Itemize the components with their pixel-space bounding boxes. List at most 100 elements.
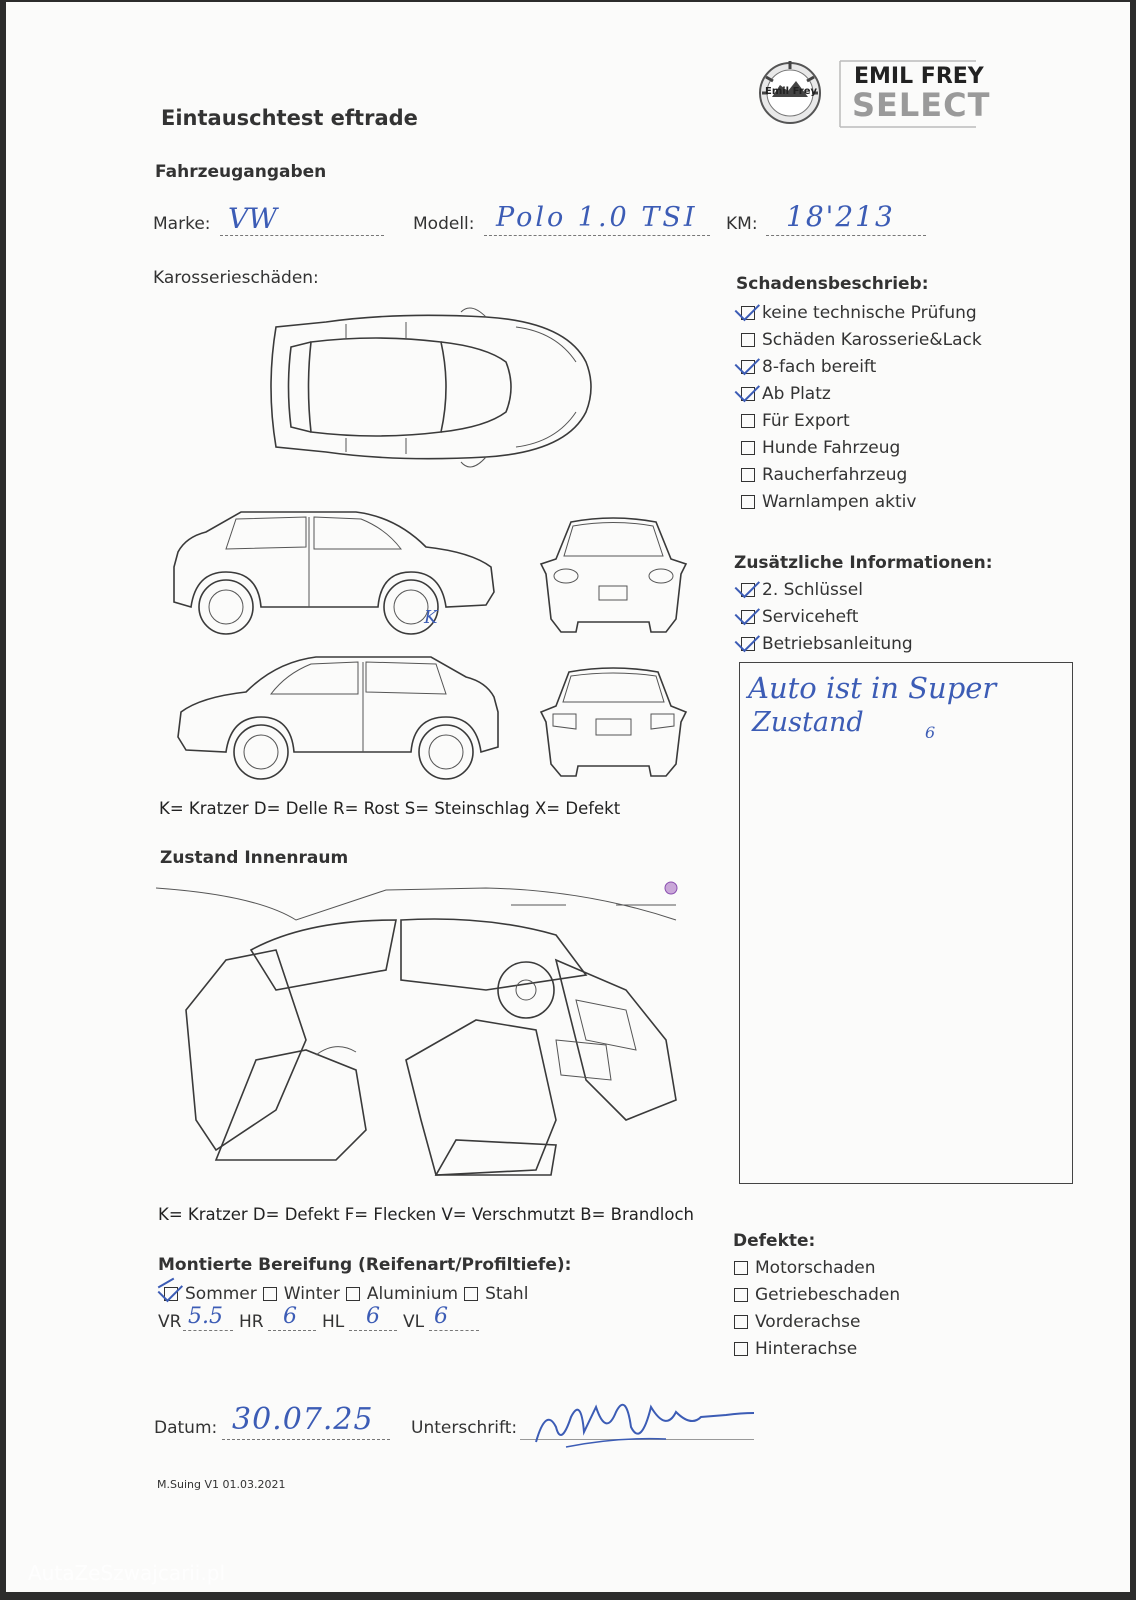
hr-field-line [268,1330,316,1331]
body-damage-title: Karosserieschäden: [153,268,319,288]
checkbox-label: Aluminium [366,1283,459,1304]
defects-title: Defekte: [733,1231,816,1251]
empty-box-icon [734,1260,748,1275]
checkbox-label: Hunde Fahrzeug [762,437,901,458]
checkbox-label: Raucherfahrzeug [762,464,908,485]
checkbox-hinterachse[interactable]: Hinterachse [734,1335,900,1362]
empty-box-icon [734,1341,748,1356]
notes-line-1: Auto ist in Super [748,671,997,705]
empty-box-icon [741,467,755,482]
checkbox-label: Hinterachse [755,1338,858,1359]
empty-box-icon [734,1287,748,1302]
hl-value: 6 [366,1304,380,1329]
damage-mark-k: K [424,607,438,628]
empty-box-icon [464,1286,479,1301]
model-label: Modell: [413,214,475,234]
checkbox-label: Ab Platz [762,383,831,404]
model-value: Polo 1.0 TSI [496,202,698,233]
checkbox-label: Betriebsanleitung [762,633,913,654]
checkbox-schaeden-karosserie[interactable]: Schäden Karosserie&Lack [741,326,982,353]
car-rear-view-diagram [539,667,688,777]
logo-seal-text: Emil Frey [765,86,818,97]
empty-box-icon [741,413,755,428]
model-field-line [484,235,710,236]
checkbox-label: keine technische Prüfung [762,302,977,323]
checked-box-icon [741,609,755,624]
checkbox-ab-platz[interactable]: Ab Platz [741,380,982,407]
hr-label: HR [239,1312,264,1332]
notes-box[interactable]: Auto ist in Super Zustand 6 [739,662,1073,1184]
checkbox-stahl[interactable]: Stahl [464,1280,528,1307]
watermark: AutaZeSzwajcarii.pl [28,1561,226,1585]
interior-legend: K= Kratzer D= Defekt F= Flecken V= Versc… [158,1205,695,1224]
checkbox-label: 2. Schlüssel [762,579,863,600]
signature-scribble [535,1403,755,1448]
car-interior-diagram [156,881,678,1176]
additional-info-title: Zusätzliche Informationen: [734,553,993,573]
date-label: Datum: [154,1418,218,1438]
checkbox-keine-technische-pruefung[interactable]: keine technische Prüfung [741,299,982,326]
make-label: Marke: [153,214,211,234]
car-side-view-left-diagram [177,656,499,780]
checkbox-vorderachse[interactable]: Vorderachse [734,1308,900,1335]
checkbox-motorschaden[interactable]: Motorschaden [734,1254,900,1281]
checkbox-label: Vorderachse [755,1311,861,1332]
empty-box-icon [741,440,755,455]
checkbox-hunde-fahrzeug[interactable]: Hunde Fahrzeug [741,434,982,461]
empty-box-icon [741,494,755,509]
checkbox-label: Serviceheft [762,606,859,627]
checkbox-betriebsanleitung[interactable]: Betriebsanleitung [741,630,913,657]
checkbox-label: Warnlampen aktiv [762,491,917,512]
vl-value: 6 [434,1304,448,1329]
checkbox-fuer-export[interactable]: Für Export [741,407,982,434]
empty-box-icon [734,1314,748,1329]
form-version: M.Suing V1 01.03.2021 [157,1478,286,1491]
logo-line2: SELECT [852,86,991,124]
checkbox-8-fach-bereift[interactable]: 8-fach bereift [741,353,982,380]
body-damage-legend: K= Kratzer D= Delle R= Rost S= Steinschl… [159,799,621,818]
checked-box-icon [741,359,755,374]
checkbox-label: Stahl [485,1283,529,1304]
vl-label: VL [403,1312,425,1332]
empty-box-icon [741,332,755,347]
empty-box-icon [345,1286,360,1301]
checkbox-winter[interactable]: Winter [262,1280,340,1307]
checkbox-warnlampen-aktiv[interactable]: Warnlampen aktiv [741,488,982,515]
hr-value: 6 [283,1304,297,1329]
vl-field-line [429,1330,479,1331]
hl-field-line [349,1330,397,1331]
checkbox-label: Winter [283,1283,340,1304]
vr-label: VR [158,1312,182,1332]
additional-info-list: 2. Schlüssel Serviceheft Betriebsanleitu… [741,576,913,657]
vr-value: 5.5 [188,1304,223,1329]
tires-title: Montierte Bereifung (Reifenart/Profiltie… [158,1255,572,1275]
checked-box-icon [164,1286,178,1301]
checkbox-label: Motorschaden [755,1257,876,1278]
interior-title: Zustand Innenraum [160,848,349,868]
logo-line1: EMIL FREY [854,64,984,89]
checkbox-label: Sommer [185,1283,257,1304]
emil-frey-logo [759,60,976,128]
notes-line-2: Zustand [752,707,864,738]
checkbox-label: Schäden Karosserie&Lack [762,329,982,350]
checked-box-icon [741,582,755,597]
checkbox-serviceheft[interactable]: Serviceheft [741,603,913,630]
vr-field-line [183,1330,233,1331]
checkbox-2-schluessel[interactable]: 2. Schlüssel [741,576,913,603]
car-front-view-diagram [539,517,688,633]
checkbox-getriebeschaden[interactable]: Getriebeschaden [734,1281,900,1308]
damage-description-list: keine technische Prüfung Schäden Karosse… [741,299,982,515]
notes-mark: 6 [925,723,936,742]
checkbox-label: 8-fach bereift [762,356,877,377]
km-value: 18'213 [786,200,895,233]
car-top-view-diagram [270,307,592,468]
form-title: Eintauschtest eftrade [161,106,418,130]
date-field-line [222,1439,390,1440]
checkbox-sommer[interactable]: Sommer [164,1280,257,1307]
checkbox-raucherfahrzeug[interactable]: Raucherfahrzeug [741,461,982,488]
checkbox-aluminium[interactable]: Aluminium [345,1280,459,1307]
hl-label: HL [322,1312,345,1332]
car-side-view-right-diagram [173,511,495,635]
make-value: VW [228,202,277,235]
checked-box-icon [741,636,755,651]
